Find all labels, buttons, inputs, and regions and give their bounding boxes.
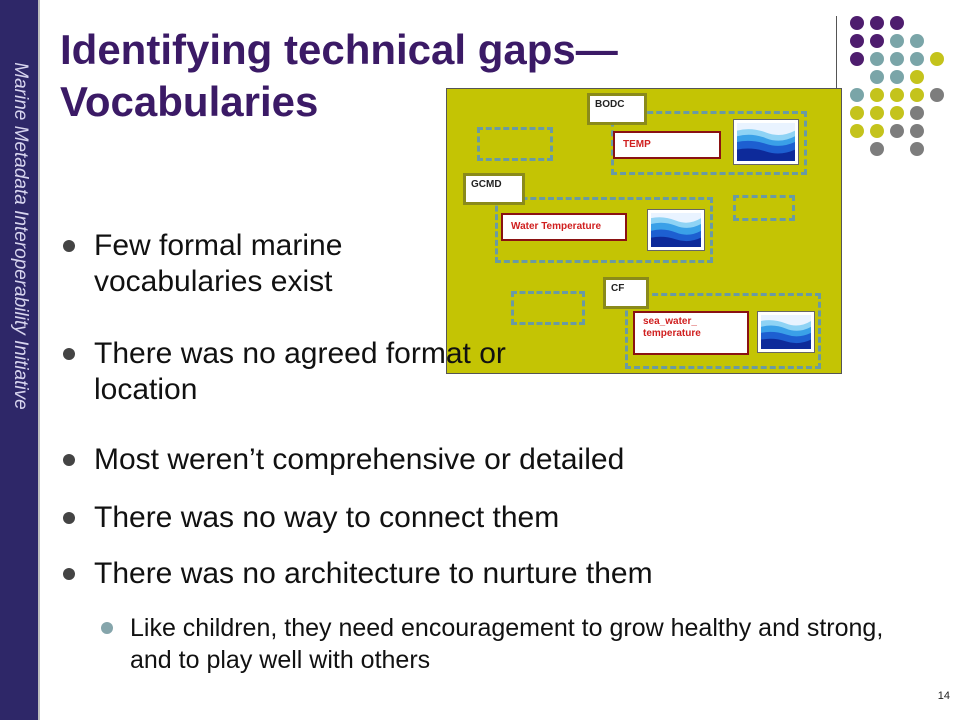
bullet-item: There was no way to connect them bbox=[60, 500, 860, 536]
vocabulary-label-cf: CF bbox=[603, 277, 649, 309]
term-water-temperature: Water Temperature bbox=[501, 213, 627, 241]
dashed-container bbox=[477, 127, 553, 161]
sub-bullet-item: Like children, they need encouragement t… bbox=[96, 612, 886, 676]
dashed-container bbox=[611, 111, 807, 175]
data-plot-thumbnail bbox=[647, 209, 705, 251]
vocabulary-label-gcmd: GCMD bbox=[463, 173, 525, 205]
dashed-container bbox=[495, 197, 713, 263]
slide-title: Identifying technical gaps— Vocabularies bbox=[60, 26, 618, 125]
data-plot-thumbnail bbox=[757, 311, 815, 353]
bullet-item: Most weren’t comprehensive or detailed bbox=[60, 442, 860, 478]
dashed-container bbox=[733, 195, 795, 221]
title-divider bbox=[836, 16, 837, 108]
term-temp: TEMP bbox=[613, 131, 721, 159]
vocabulary-label-bodc: BODC bbox=[587, 93, 647, 125]
sidebar: Marine Metadata Interoperability Initiat… bbox=[0, 0, 40, 720]
data-plot-thumbnail bbox=[733, 119, 799, 165]
page-number: 14 bbox=[937, 690, 950, 702]
term-sea-water-temperature: sea_water_ temperature bbox=[633, 311, 749, 355]
bullet-item: There was no agreed format or location bbox=[60, 336, 560, 408]
bullet-item: Few formal marine vocabularies exist bbox=[60, 228, 440, 300]
dashed-container bbox=[511, 291, 585, 325]
bullet-item: There was no architecture to nurture the… bbox=[60, 556, 860, 592]
vocabulary-diagram: BODC TEMP GCMD Water Temperature CF sea_… bbox=[446, 88, 842, 374]
dashed-container bbox=[625, 293, 821, 369]
